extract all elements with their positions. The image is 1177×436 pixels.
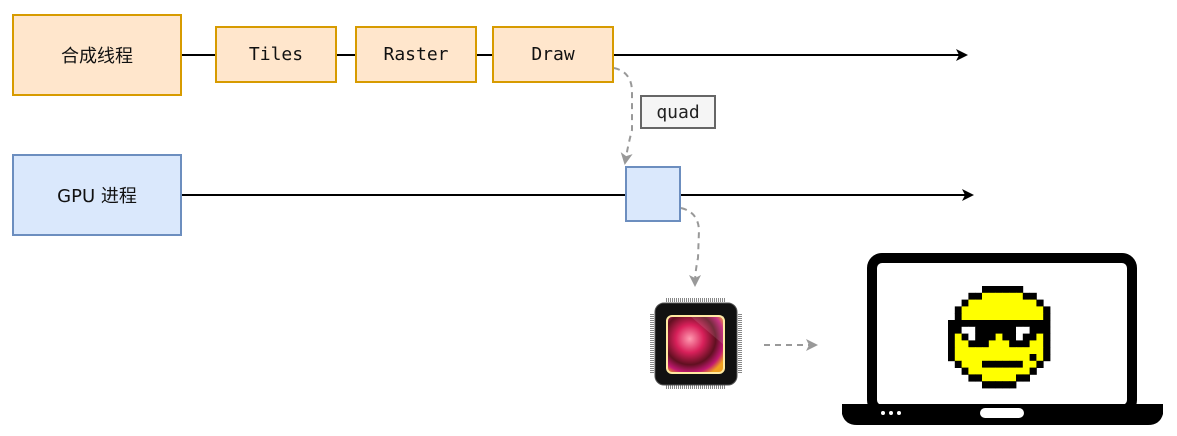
stage-raster-label: Raster — [383, 44, 449, 65]
compositor-thread-box: 合成线程 — [12, 14, 182, 96]
stage-raster-box: Raster — [355, 26, 477, 83]
laptop-display-icon — [842, 253, 1163, 425]
stage-draw-box: Draw — [492, 26, 614, 83]
quad-edge-label: quad — [640, 95, 716, 129]
gpu-process-box: GPU 进程 — [12, 154, 182, 236]
cool-smiley-icon — [948, 286, 1051, 389]
quad-dashed-arrow — [613, 67, 633, 165]
stage-tiles-label: Tiles — [248, 44, 304, 65]
compositor-thread-label: 合成线程 — [61, 46, 133, 67]
stage-tiles-box: Tiles — [215, 26, 337, 83]
stage-draw-label: Draw — [531, 44, 575, 65]
gpu-chip-icon — [650, 298, 742, 389]
quad-label-text: quad — [656, 101, 700, 123]
gpu-to-chip-dashed-arrow — [680, 207, 702, 287]
gpu-task-block — [625, 166, 681, 222]
gpu-process-label: GPU 进程 — [57, 186, 137, 207]
